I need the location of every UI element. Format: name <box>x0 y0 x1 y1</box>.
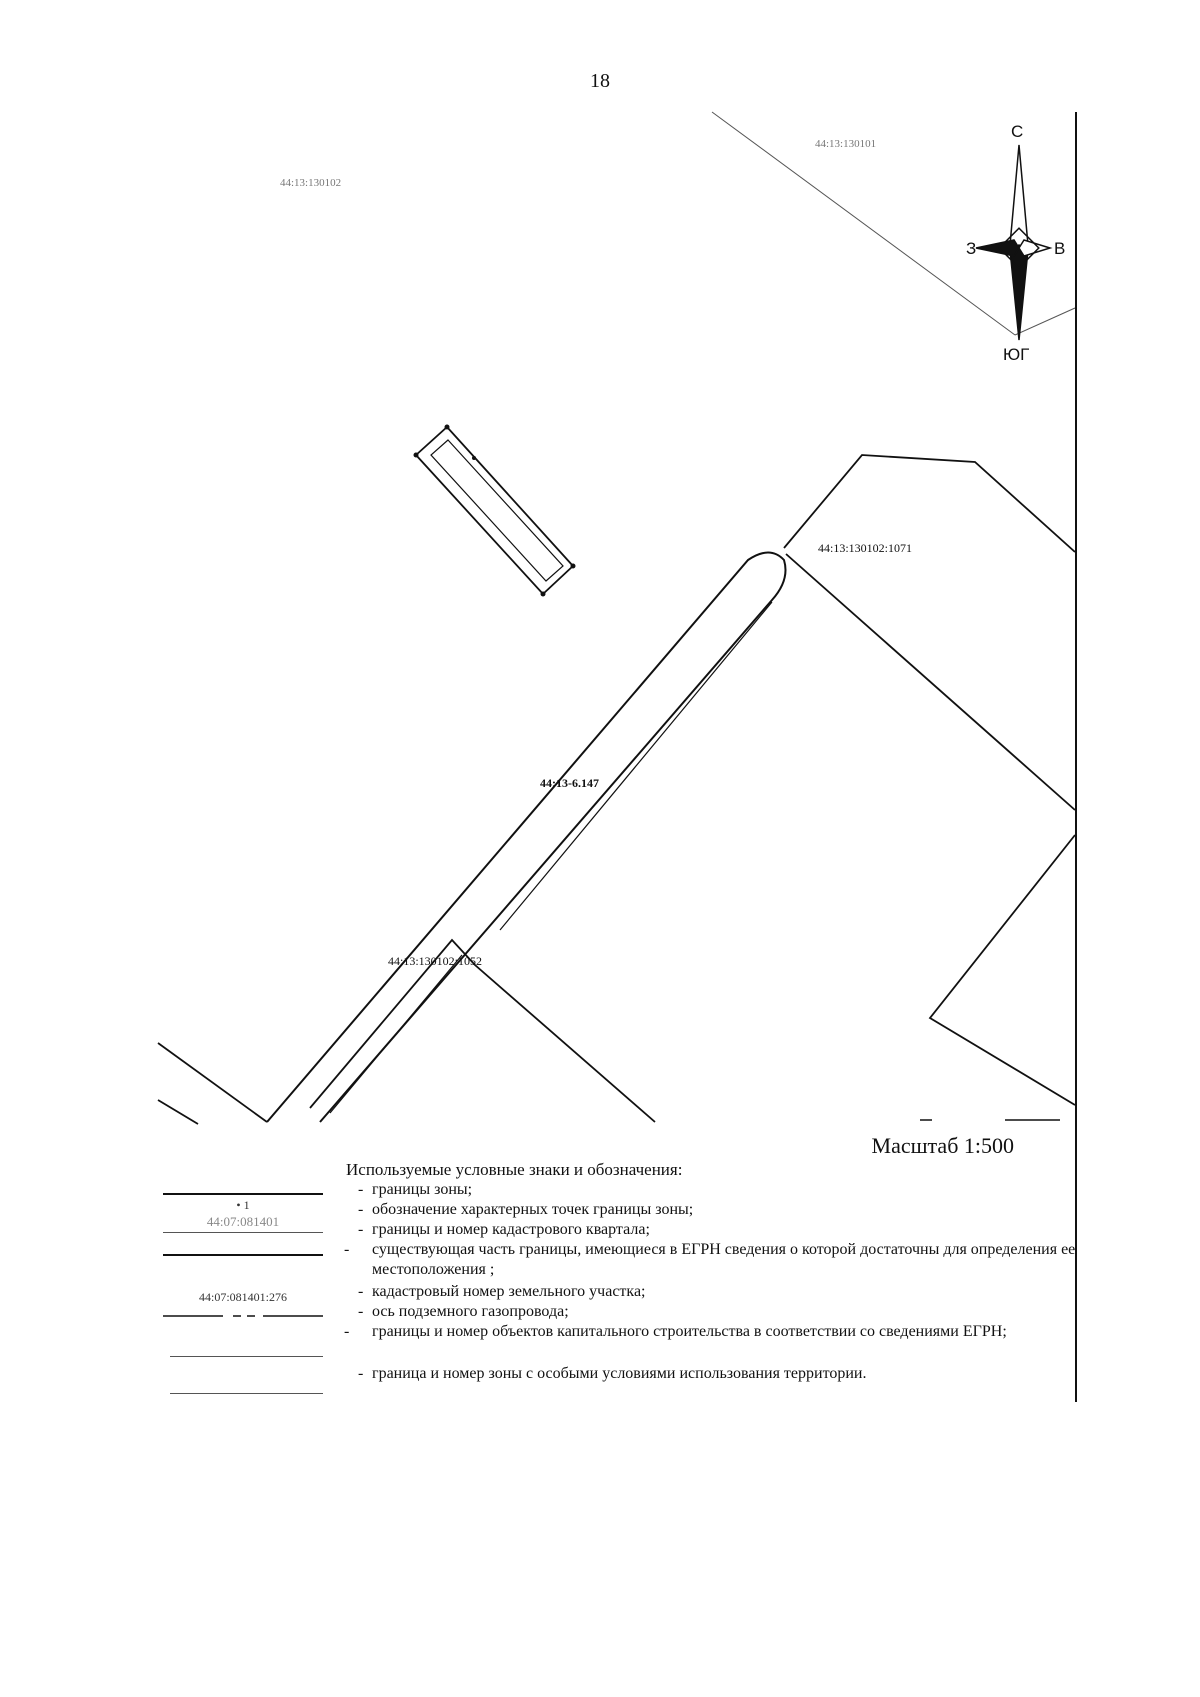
legend-symbol-capital-objects <box>170 1356 323 1357</box>
parcel-boundary-left <box>157 1042 268 1123</box>
page-number: 18 <box>590 70 610 92</box>
label-quarter-top-right: 44:13:130101 <box>815 138 876 150</box>
zone-boundary-small <box>414 425 575 596</box>
legend-item-parcel-number: -кадастровый номер земельного участка; <box>358 1283 646 1300</box>
label-parcel-1052: 44:13:130102:1052 <box>388 954 482 968</box>
compass-south-needle <box>1009 244 1029 341</box>
legend-symbol-point: • 1 <box>236 1198 250 1212</box>
parcel-boundary-left <box>157 1099 199 1125</box>
quarter-boundary <box>1014 307 1076 336</box>
legend-symbol-quarter-line <box>163 1232 323 1233</box>
compass-rose: С ЮГ З В <box>966 122 1065 364</box>
boundary-point <box>413 452 419 458</box>
legend-item-zone-boundary: -границы зоны; <box>358 1181 473 1198</box>
legend-item-existing-boundary: -существующая часть границы, имеющиеся в… <box>344 1241 1076 1278</box>
label-parcel-1071: 44:13:130102:1071 <box>818 541 912 555</box>
legend-title: Используемые условные знаки и обозначени… <box>346 1160 683 1179</box>
parcel-boundary <box>928 834 1076 1106</box>
frame-right-border <box>1075 112 1077 1402</box>
legend-item-characteristic-points: -обозначение характерных точек границы з… <box>358 1201 694 1218</box>
parcel-boundary-1071 <box>783 454 1076 553</box>
zone-inner-small <box>430 439 564 582</box>
compass-center <box>998 227 1040 269</box>
compass-north-label: С <box>1011 122 1023 141</box>
cadastral-map: 44:13:130102 44:13:130101 44:13:130102:1… <box>157 111 1076 1125</box>
boundary-point <box>540 591 546 597</box>
legend-item-capital-objects: -границы и номер объектов капитального с… <box>344 1323 1007 1340</box>
legend-item-gas-axis: -ось подземного газопровода; <box>358 1303 569 1320</box>
compass-south-label: ЮГ <box>1003 345 1029 364</box>
boundary-point <box>444 424 450 430</box>
label-zone: 44:13-6.147 <box>540 776 599 790</box>
boundary-point <box>472 456 476 460</box>
legend-item-special-zone: -граница и номер зоны с особыми условиям… <box>358 1365 867 1382</box>
pipeline-zone-boundary <box>266 551 787 1123</box>
legend-symbol-quarter-number: 44:07:081401 <box>206 1214 280 1229</box>
compass-east-label: В <box>1054 239 1065 258</box>
pipeline-axis <box>499 601 773 931</box>
parcel-inner <box>329 954 463 1114</box>
legend-item-quarter-boundary: -границы и номер кадастрового квартала; <box>358 1221 650 1238</box>
parcel-boundary-1071 <box>785 553 1076 811</box>
compass-east-needle <box>1018 239 1053 257</box>
parcel-boundary-1052 <box>309 938 656 1123</box>
legend-symbol-special-zone <box>170 1393 323 1394</box>
legend-symbol-gas-axis <box>163 1315 323 1317</box>
legend-symbol-existing-boundary <box>163 1254 323 1256</box>
quarter-boundary <box>711 111 1016 336</box>
boundary-point <box>570 563 576 569</box>
compass-west-needle <box>975 239 1020 257</box>
legend-symbol-parcel-number: 44:07:081401:276 <box>198 1290 287 1304</box>
legend-symbol-zone-boundary <box>163 1193 323 1195</box>
map-scale: Масштаб 1:500 <box>871 1133 1014 1158</box>
compass-west-label: З <box>966 239 976 258</box>
label-quarter-top-left: 44:13:130102 <box>280 177 341 189</box>
